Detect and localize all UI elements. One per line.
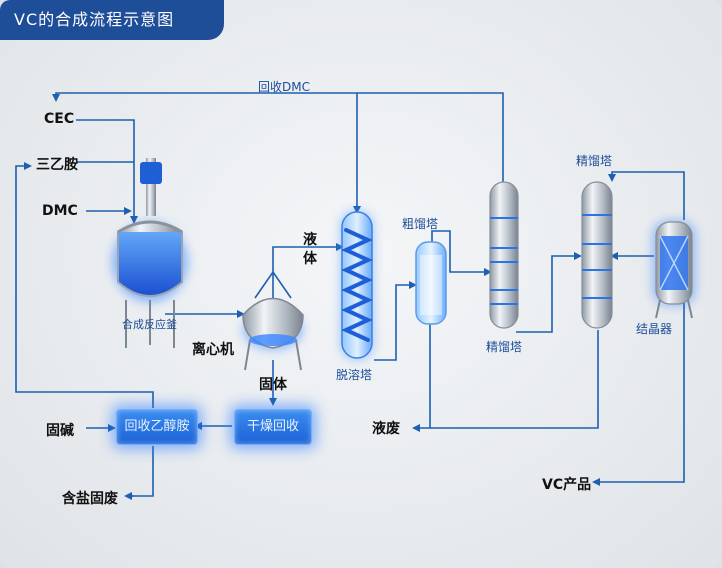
crude-tower-vessel: [415, 241, 447, 325]
liquid-waste-label: 液废: [372, 421, 400, 437]
vc-product-label: VC产品: [542, 477, 592, 493]
reactor-vessel: [112, 158, 188, 348]
liquid-label-1: 液: [303, 232, 317, 248]
drying-recycle-box: 干燥回收: [234, 409, 312, 445]
rectify-tower-mid-label: 精馏塔: [486, 340, 523, 354]
crystallizer-vessel: [652, 220, 696, 319]
dmc-label: DMC: [42, 203, 78, 219]
line-cec: [76, 119, 138, 224]
recycle-ethanolamine-box: 回收乙醇胺: [116, 409, 198, 445]
page-title: VC的合成流程示意图: [0, 0, 224, 40]
line-recycle-dmc: [52, 92, 504, 185]
triethylamine-label: 三乙胺: [36, 157, 78, 173]
line-salt-waste: [126, 446, 154, 497]
salt-solid-waste-label: 含盐固废: [62, 491, 118, 507]
desolvent-tower-label: 脱溶塔: [336, 368, 373, 382]
line-recycle-back: [15, 162, 154, 408]
rectify-tower-right-vessel: [581, 181, 613, 329]
reactor-label: 合成反应釜: [122, 318, 177, 331]
recycle-dmc-label: 回收DMC: [258, 80, 310, 94]
line-desolvent-crude: [374, 281, 417, 361]
desolvent-tower-vessel: [340, 210, 374, 360]
line-vc-product: [592, 302, 685, 486]
rectify-tower-right-label: 精馏塔: [576, 154, 613, 168]
liquid-label-2: 体: [303, 251, 317, 267]
line-rectify-rectify: [516, 252, 582, 333]
cec-label: CEC: [44, 111, 75, 127]
line-right-loop: [608, 171, 685, 220]
solid-base-label: 固碱: [46, 423, 74, 439]
rectify-tower-mid-vessel: [489, 181, 519, 329]
centrifuge-vessel: [242, 270, 304, 371]
crude-tower-label: 粗馏塔: [402, 217, 439, 231]
line-crude-rectify: [431, 230, 492, 276]
solid-label: 固体: [259, 377, 287, 393]
crystallizer-label: 结晶器: [636, 322, 673, 336]
line-crude-waste: [412, 322, 431, 432]
centrifuge-label: 离心机: [192, 342, 234, 358]
line-centrifuge-liquid: [272, 243, 344, 305]
line-rectify-waste: [430, 330, 599, 429]
